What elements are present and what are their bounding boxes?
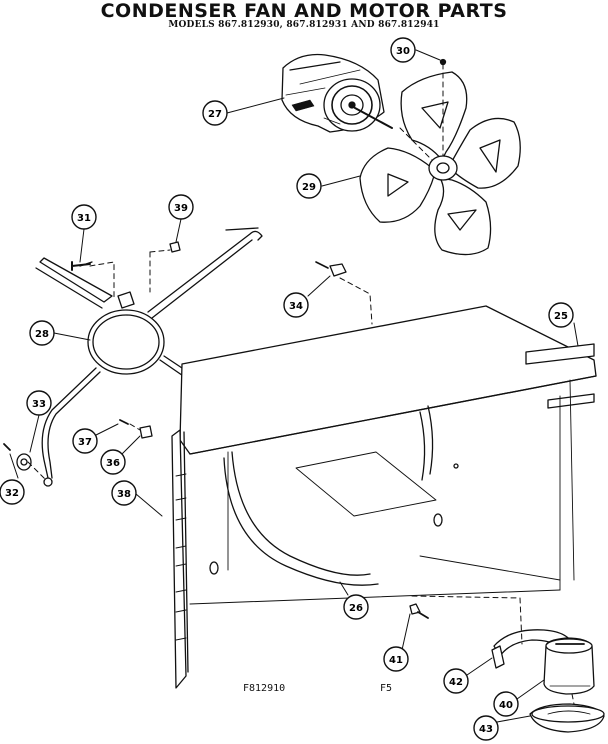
- callout-bubble-43: 43: [473, 715, 499, 741]
- callout-bubble-38: 38: [111, 480, 137, 506]
- motor-mount-drawing: [35, 227, 263, 487]
- callout-label: 41: [389, 655, 403, 666]
- condenser-housing-drawing: [171, 305, 597, 689]
- callout-bubble-29: 29: [296, 173, 322, 199]
- callout-label: 34: [289, 301, 303, 312]
- callout-bubble-28: 28: [29, 320, 55, 346]
- callout-bubble-31: 31: [71, 204, 97, 230]
- callout-bubble-40: 40: [493, 691, 519, 717]
- capacitor-drawing: [543, 637, 595, 695]
- callout-leader-lines: [9, 49, 579, 723]
- shroud-screw-drawing: [119, 419, 129, 425]
- callout-label: 33: [32, 399, 46, 410]
- page-code: F5: [380, 683, 393, 694]
- callout-bubble-32: 32: [0, 479, 25, 505]
- mount-nut-drawing: [169, 241, 181, 253]
- fan-motor-drawing: [281, 53, 393, 133]
- callout-bubble-33: 33: [26, 390, 52, 416]
- callout-label: 43: [479, 724, 493, 735]
- callout-bubble-39: 39: [168, 194, 194, 220]
- capacitor-boot-drawing: [529, 703, 605, 733]
- callout-bubble-25: 25: [548, 302, 574, 328]
- callout-bubble-36: 36: [100, 449, 126, 475]
- figure-code: F812910: [243, 683, 286, 694]
- callout-bubble-42: 41: [383, 646, 409, 672]
- shroud-clip-drawing: [139, 425, 153, 439]
- callout-label: 31: [77, 213, 91, 224]
- callout-bubble-41: 42: [443, 668, 469, 694]
- callout-label: 40: [499, 700, 513, 711]
- grommet-screw-drawing: [3, 443, 11, 451]
- callout-label: 42: [449, 677, 463, 688]
- callout-label: 27: [208, 109, 222, 120]
- callout-label: 36: [106, 458, 120, 469]
- callout-bubble-37: 37: [72, 428, 98, 454]
- callout-label: 26: [349, 603, 363, 614]
- callout-label: 25: [554, 311, 568, 322]
- callout-label: 32: [5, 488, 19, 499]
- callout-label: 38: [117, 489, 131, 500]
- diagram-title: CONDENSER FAN AND MOTOR PARTS: [100, 0, 508, 22]
- callout-label: 30: [396, 46, 410, 57]
- callout-label: 29: [302, 182, 316, 193]
- callout-label: 39: [174, 203, 188, 214]
- callout-bubble-26: 26: [343, 594, 369, 620]
- callout-bubble-30: 30: [390, 37, 416, 63]
- callout-label: 28: [35, 329, 49, 340]
- callout-bubble-34: 34: [283, 292, 309, 318]
- clip-nut-drawing: [329, 263, 347, 277]
- assembly-guide-lines: [27, 63, 575, 705]
- callout-label: 37: [78, 437, 92, 448]
- mount-screw-drawing: [71, 261, 91, 271]
- fan-blade-drawing: [359, 71, 521, 256]
- grommet-drawing: [16, 453, 32, 471]
- diagram-subtitle: MODELS 867.812930, 867.812931 AND 867.81…: [168, 20, 440, 30]
- callout-bubble-27: 27: [202, 100, 228, 126]
